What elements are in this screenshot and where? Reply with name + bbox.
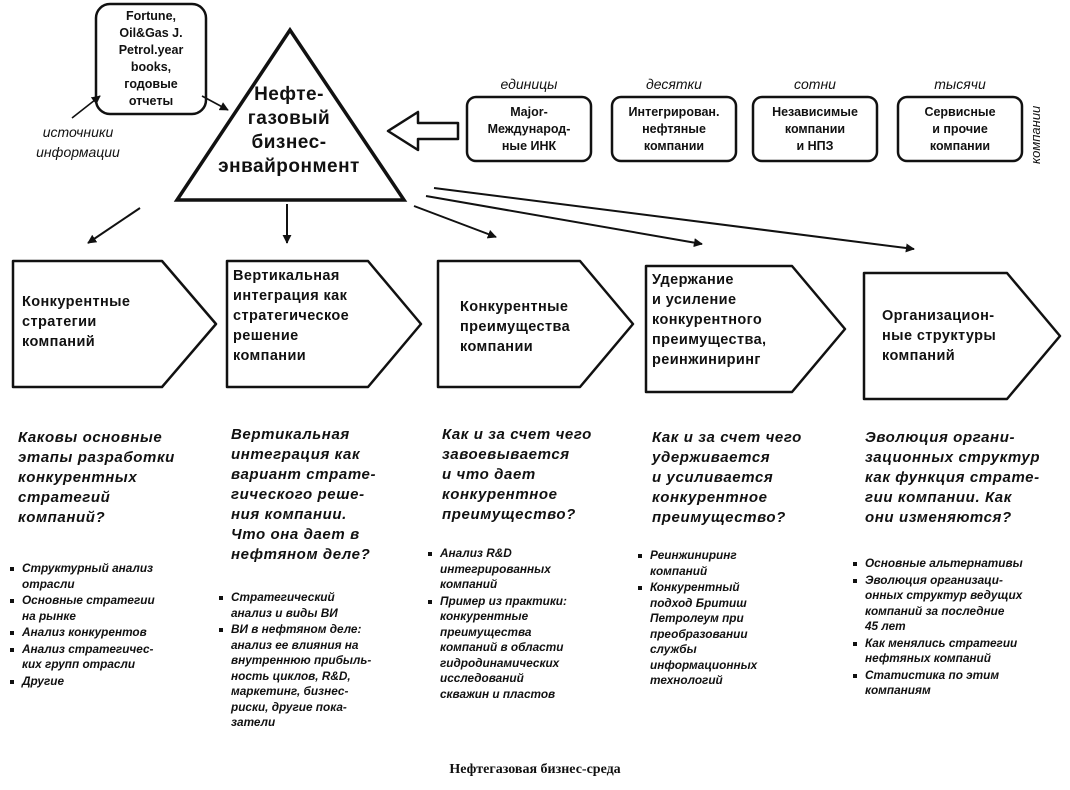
tier-scale-4: тысячи bbox=[934, 76, 986, 92]
bullet-item: Основные стратегии на рынке bbox=[8, 593, 213, 624]
stage-shape-1 bbox=[11, 259, 218, 389]
bullet-item: Конкурентный подход Бритиш Петролеум при… bbox=[636, 580, 841, 689]
stage-title-2: Вертикальная интеграция как стратегическ… bbox=[233, 268, 350, 364]
bullet-text: Основные альтернативы bbox=[865, 556, 1023, 570]
bullet-square-icon bbox=[638, 586, 642, 590]
stage-question-5: Эволюция органи- зационных структур как … bbox=[865, 429, 1041, 526]
bullet-square-icon bbox=[219, 628, 223, 632]
bullet-square-icon bbox=[428, 599, 432, 604]
environment-triangle bbox=[173, 26, 408, 202]
bullet-text: Статистика по этим компаниям bbox=[865, 667, 1000, 698]
bullet-item: Другие bbox=[8, 674, 213, 690]
sources-label: источники информации bbox=[36, 124, 120, 160]
bullet-square-icon bbox=[853, 562, 857, 566]
bullet-text: Анализ стратегичес- ких групп отрасли bbox=[22, 641, 154, 672]
tier-scale-3: сотни bbox=[794, 76, 836, 92]
bullet-text: Пример из практики: конкурентные преимущ… bbox=[440, 593, 567, 701]
arrow-to-stage-4 bbox=[425, 195, 703, 248]
bullet-item: Стратегический анализ и виды ВИ bbox=[217, 590, 422, 621]
bullet-square-icon bbox=[853, 578, 857, 583]
bullet-item: Основные альтернативы bbox=[851, 556, 1066, 572]
bullet-item: Эволюция организаци- онных структур веду… bbox=[851, 573, 1066, 635]
bullet-item: Статистика по этим компаниям bbox=[851, 668, 1066, 699]
stage-question-4: Как и за счет чего удерживается и усилив… bbox=[652, 429, 802, 526]
stage-title-5: Организацион- ные структуры компаний bbox=[882, 308, 997, 364]
arrow-sources-to-env bbox=[201, 95, 229, 111]
bullet-square-icon bbox=[428, 552, 432, 556]
bullet-text: Стратегический анализ и виды ВИ bbox=[231, 590, 338, 620]
bullet-text: Другие bbox=[22, 673, 65, 688]
arrow-to-stage-1 bbox=[87, 207, 141, 244]
stage-title-1: Конкурентные стратегии компаний bbox=[22, 294, 131, 350]
bullet-item: Пример из практики: конкурентные преимущ… bbox=[426, 594, 631, 703]
tier-name-4: Сервисные и прочие компании bbox=[924, 104, 996, 153]
bullet-text: Анализ R&D интегрированных компаний bbox=[440, 546, 551, 591]
stage-shape-2 bbox=[225, 259, 423, 389]
arrow-to-stage-3 bbox=[413, 205, 497, 239]
bullet-square-icon bbox=[10, 647, 14, 652]
tier-name-1: Major- Международ- ные ИНК bbox=[487, 104, 571, 153]
tier-scale-1: единицы bbox=[500, 76, 558, 92]
bullet-square-icon bbox=[853, 673, 857, 678]
sources-box-text: Fortune, Oil&Gas J. Petrol.year books, г… bbox=[118, 9, 184, 108]
tier-scale-2: десятки bbox=[646, 76, 702, 92]
stage-question-1: Каковы основные этапы разработки конкуре… bbox=[18, 429, 175, 526]
tier-box-4 bbox=[896, 95, 1024, 163]
sources-box bbox=[94, 2, 208, 116]
arrow-sources-label bbox=[71, 95, 101, 119]
stage-shape-4 bbox=[644, 264, 847, 394]
stage-shape-3 bbox=[436, 259, 635, 389]
environment-title: Нефте- газовый бизнес- энвайронмент bbox=[218, 84, 360, 177]
tiers-side-label: компании bbox=[1028, 105, 1043, 165]
bullet-item: Анализ R&D интегрированных компаний bbox=[426, 546, 631, 593]
bullet-item: Анализ стратегичес- ких групп отрасли bbox=[8, 642, 213, 673]
tier-box-2 bbox=[610, 95, 738, 163]
stage-title-4: Удержание и усиление конкурентного преим… bbox=[652, 272, 767, 368]
tier-box-3 bbox=[751, 95, 879, 163]
bullet-square-icon bbox=[10, 679, 14, 684]
hollow-arrow-icon bbox=[386, 110, 460, 152]
stage-question-2: Вертикальная интеграция как вариант стра… bbox=[231, 426, 377, 563]
bullet-text: Реинжиниринг компаний bbox=[650, 548, 737, 578]
figure-caption: Нефтегазовая бизнес-среда bbox=[449, 762, 621, 777]
bullet-item: Как менялись стратегии нефтяных компаний bbox=[851, 636, 1066, 667]
bullet-square-icon bbox=[853, 641, 857, 646]
bullet-item: Реинжиниринг компаний bbox=[636, 548, 841, 579]
tier-name-2: Интегрирован. нефтяные компании bbox=[628, 104, 720, 153]
bullet-text: Эволюция организаци- онных структур веду… bbox=[865, 572, 1023, 634]
bullet-square-icon bbox=[10, 599, 14, 603]
bullet-square-icon bbox=[638, 554, 642, 558]
arrow-to-stage-5 bbox=[433, 187, 915, 253]
stage-title-3: Конкурентные преимущества компании bbox=[460, 299, 571, 355]
bullet-item: Структурный анализ отрасли bbox=[8, 561, 213, 592]
bullet-text: Как менялись стратегии нефтяных компаний bbox=[865, 635, 1018, 666]
tier-box-1 bbox=[465, 95, 593, 163]
bullet-text: Основные стратегии на рынке bbox=[22, 593, 155, 623]
bullet-text: ВИ в нефтяном деле: анализ ее влияния на… bbox=[231, 622, 372, 729]
bullet-text: Структурный анализ отрасли bbox=[22, 561, 154, 591]
stage-question-3: Как и за счет чего завоевывается и что д… bbox=[442, 426, 592, 523]
bullet-square-icon bbox=[10, 631, 14, 635]
bullet-item: Анализ конкурентов bbox=[8, 625, 213, 641]
stage-shape-5 bbox=[862, 271, 1062, 401]
bullet-text: Конкурентный подход Бритиш Петролеум при… bbox=[650, 580, 758, 687]
bullet-square-icon bbox=[10, 567, 14, 571]
bullet-text: Анализ конкурентов bbox=[22, 625, 147, 639]
bullet-square-icon bbox=[219, 596, 223, 600]
tier-name-3: Независимые компании и НПЗ bbox=[772, 104, 858, 153]
bullet-item: ВИ в нефтяном деле: анализ ее влияния на… bbox=[217, 622, 422, 731]
